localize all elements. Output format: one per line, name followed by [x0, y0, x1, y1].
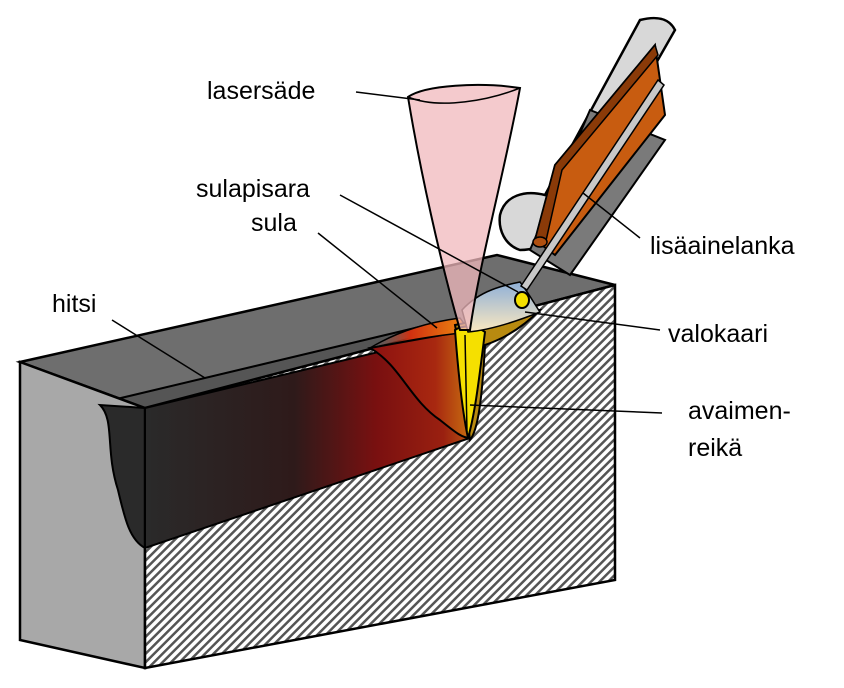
droplet — [514, 291, 530, 309]
label-weld: hitsi — [52, 290, 96, 318]
label-filler-wire: lisäainelanka — [650, 232, 795, 260]
label-laser-beam: lasersäde — [207, 77, 315, 105]
label-keyhole-line2: reikä — [688, 434, 742, 462]
label-arc: valokaari — [668, 320, 768, 348]
label-droplet: sulapisara — [196, 175, 310, 203]
weld-profile-left — [97, 403, 146, 550]
laser-beam — [406, 84, 522, 331]
filler-wire — [519, 78, 665, 292]
label-melt: sula — [251, 209, 297, 237]
label-keyhole-line1: avaimen- — [688, 397, 791, 425]
leader-lines — [111, 91, 663, 414]
workpiece-block — [15, 253, 617, 670]
welding-torch — [498, 16, 677, 292]
